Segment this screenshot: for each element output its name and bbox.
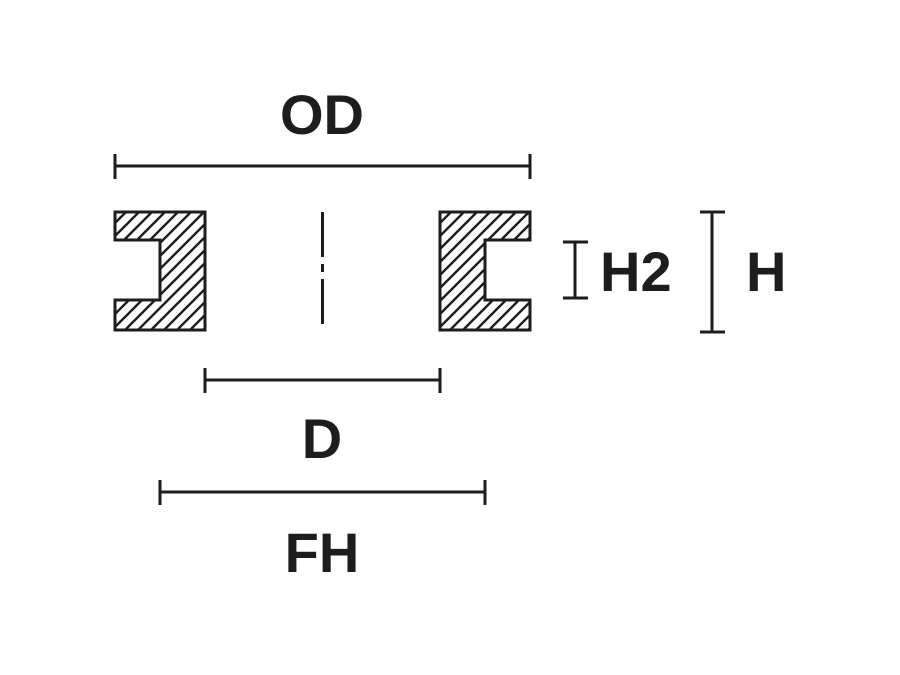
d-label: D bbox=[302, 407, 342, 470]
h2-label: H2 bbox=[600, 240, 672, 303]
dimension-h2: H2 bbox=[563, 240, 672, 303]
grommet-cross-section bbox=[113, 210, 532, 332]
dimension-od: OD bbox=[113, 83, 532, 179]
h-label: H bbox=[746, 240, 786, 303]
dimension-d: D bbox=[203, 368, 442, 470]
grommet-right-half-section bbox=[438, 210, 532, 332]
grommet-left-half-section bbox=[113, 210, 207, 332]
fh-label: FH bbox=[285, 521, 360, 584]
od-label: OD bbox=[280, 83, 364, 146]
dimension-h: H bbox=[700, 210, 786, 334]
dimension-fh: FH bbox=[158, 480, 487, 584]
